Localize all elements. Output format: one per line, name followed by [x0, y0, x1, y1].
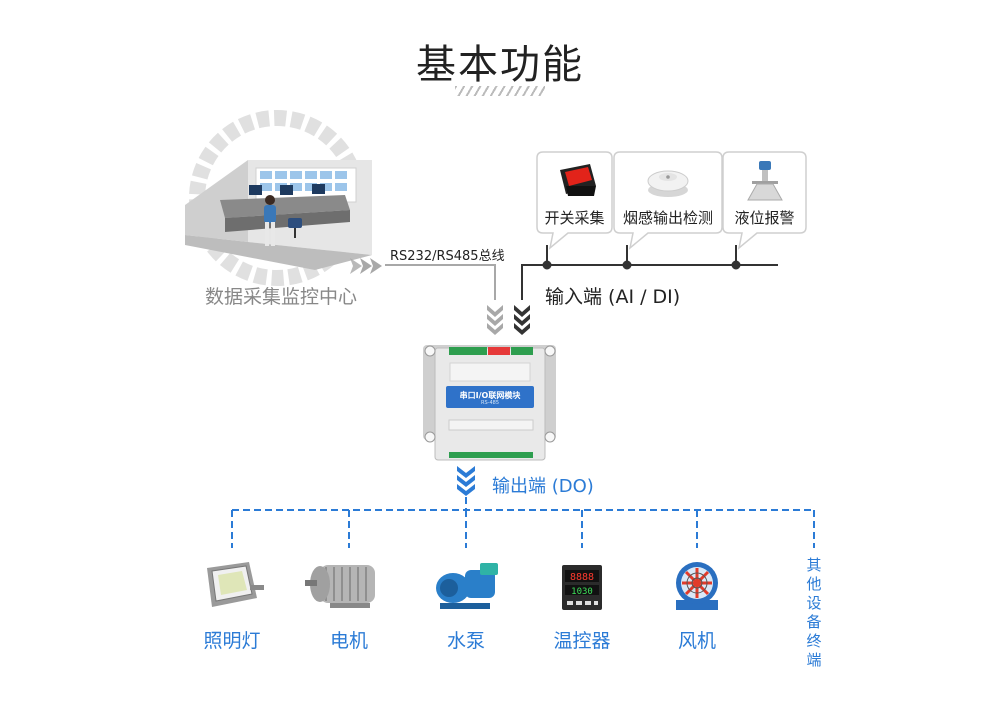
device-label-pump: 水泵 — [446, 630, 485, 652]
axial-fan-icon — [676, 562, 718, 610]
motor-icon — [305, 565, 375, 608]
device-label-thermostat: 温控器 — [553, 630, 611, 652]
input-arrows-down-icon — [514, 305, 530, 335]
monitoring-center-label: 数据采集监控中心 — [205, 286, 358, 308]
module-title: 串口I/O联网模块 — [459, 391, 521, 400]
bus-line — [385, 264, 496, 300]
output-label: 输出端 (DO) — [492, 476, 594, 497]
rocker-switch-icon — [560, 164, 596, 196]
module-subtitle: RS-485 — [481, 400, 499, 406]
bus-label: RS232/RS485总线 — [390, 249, 505, 264]
temperature-controller-icon — [562, 565, 602, 610]
other-devices-label: 其他设备终端 — [806, 556, 822, 669]
floodlight-icon — [207, 562, 264, 607]
io-module-icon — [423, 345, 556, 461]
water-pump-icon — [436, 563, 498, 609]
title-decoration — [455, 86, 545, 96]
page-title: 基本功能 — [416, 42, 584, 88]
device-label-floodlight: 照明灯 — [203, 630, 261, 652]
device-label-motor: 电机 — [329, 630, 368, 652]
input-bubble-smoke — [613, 151, 723, 250]
radar-level-sensor-icon — [747, 161, 783, 201]
input-switch-label: 开关采集 — [544, 209, 605, 227]
input-connectors — [542, 245, 741, 270]
input-smoke-label: 烟感输出检测 — [622, 209, 713, 227]
input-bubble-switch — [536, 151, 613, 250]
bus-arrows-down-icon — [487, 305, 503, 335]
output-dashed-bus — [231, 497, 815, 548]
bus-arrows-left-icon — [350, 258, 382, 274]
input-level-label: 液位报警 — [734, 209, 795, 227]
input-bus-line — [521, 264, 778, 300]
thermostat-top-readout: 8888 — [570, 572, 594, 583]
monitoring-center-icon — [185, 110, 372, 286]
smoke-detector-icon — [647, 170, 689, 197]
thermostat-bottom-readout: 1030 — [571, 587, 593, 597]
input-label: 输入端 (AI / DI) — [545, 286, 681, 308]
device-label-fan: 风机 — [677, 630, 716, 652]
output-arrows-down-icon — [457, 466, 475, 496]
